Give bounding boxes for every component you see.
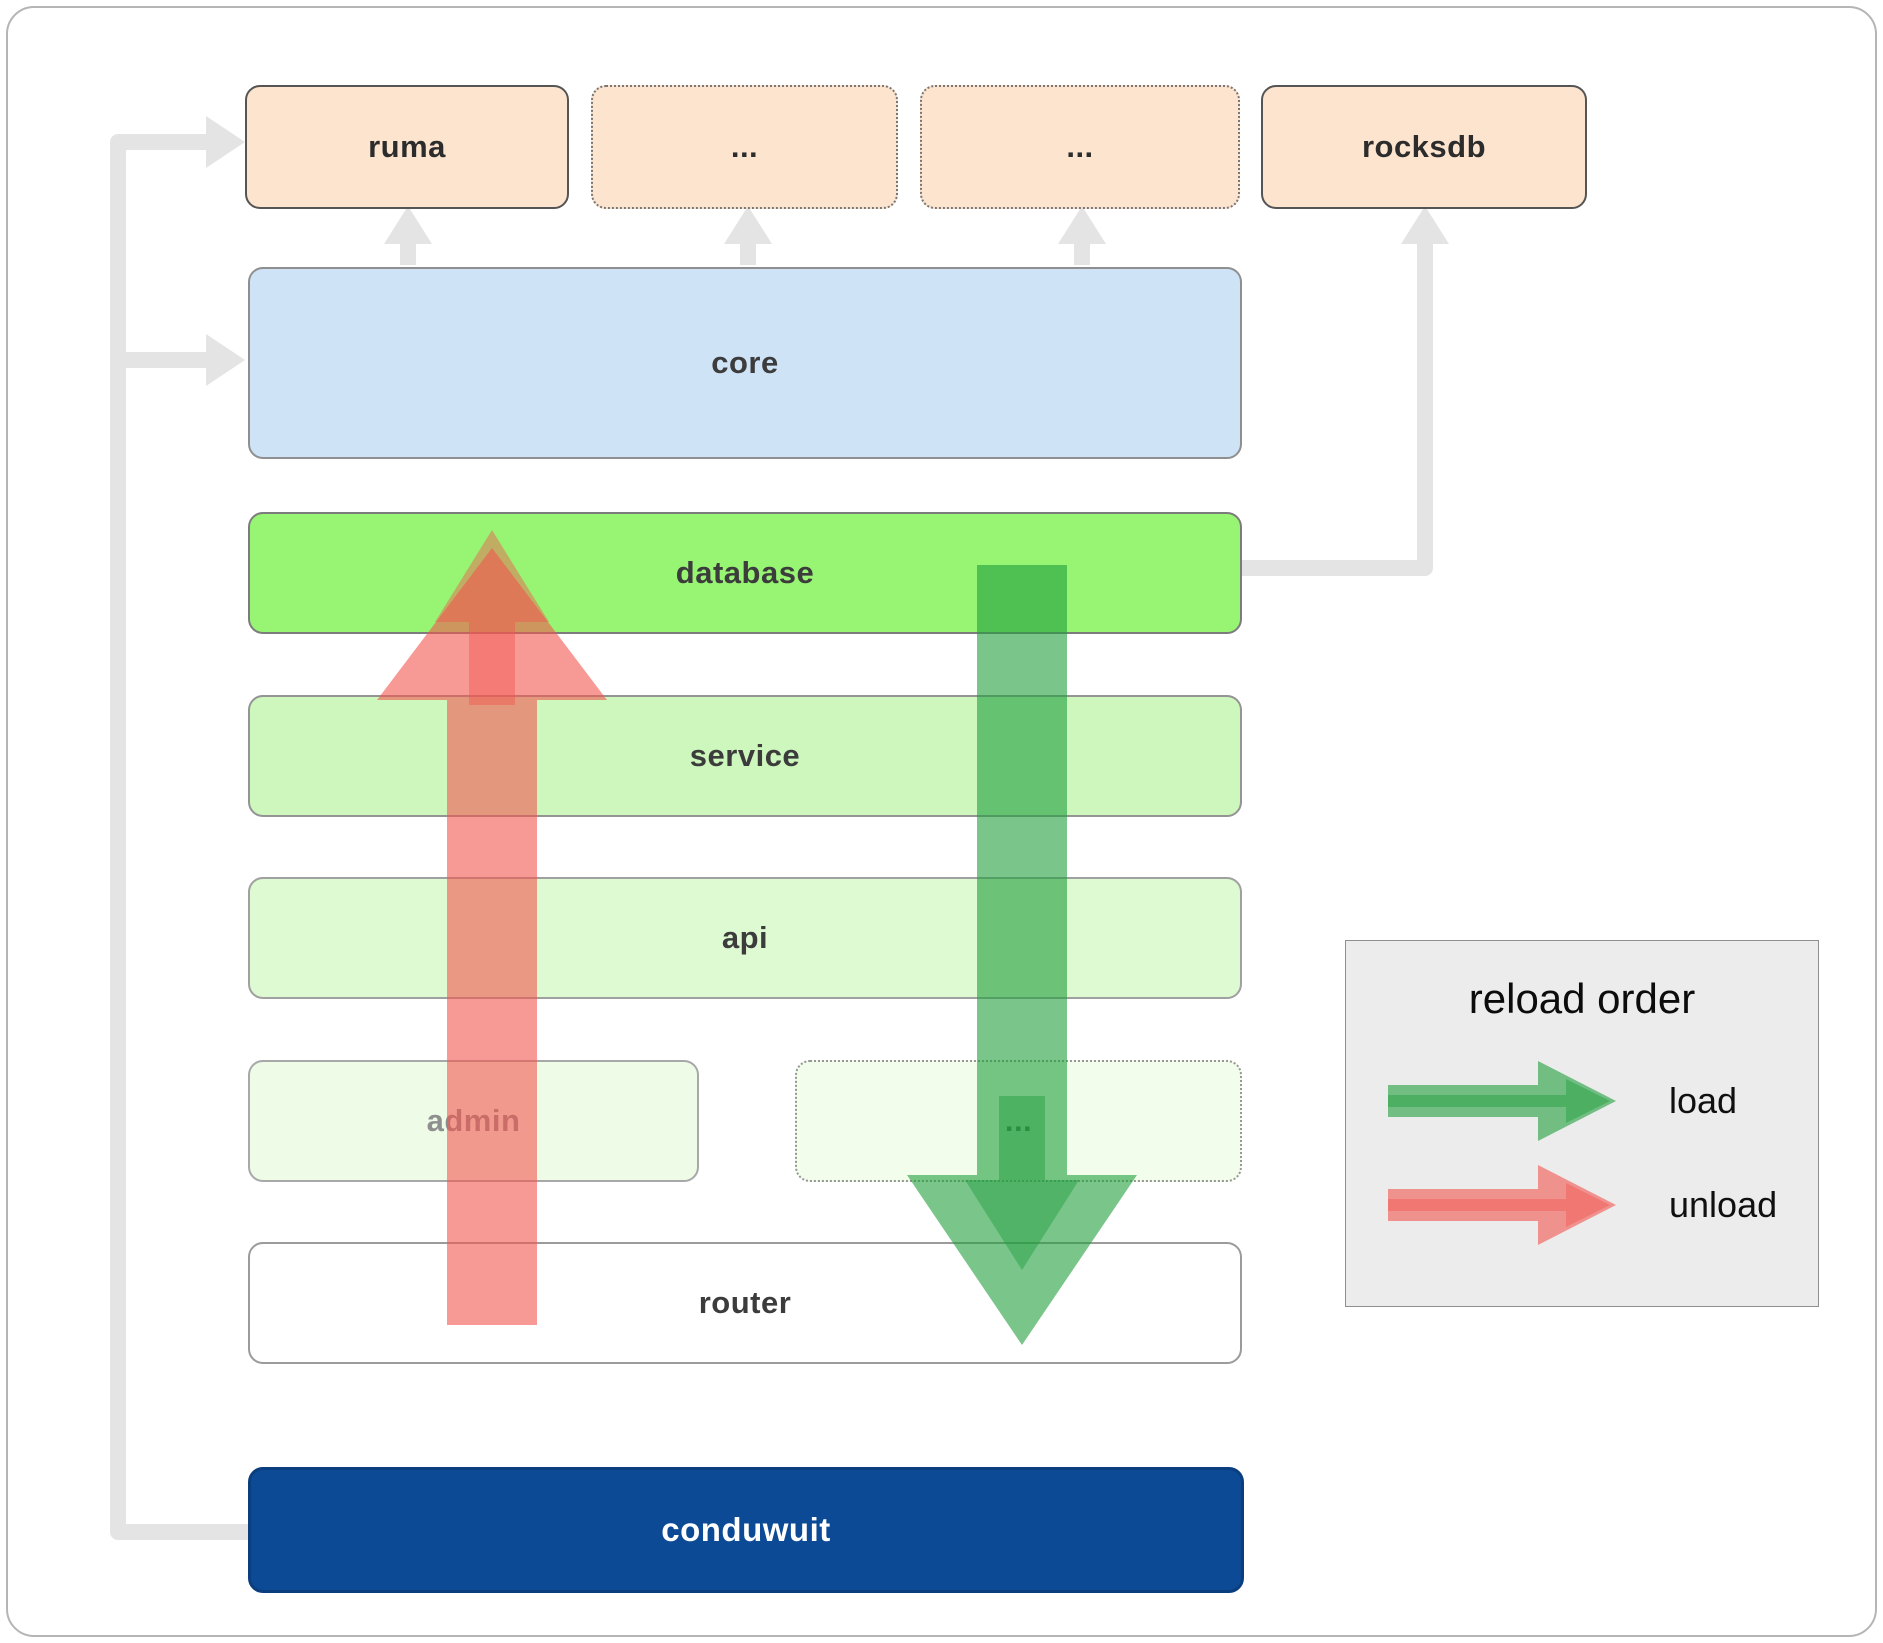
node-rocksdb: rocksdb	[1261, 85, 1587, 209]
node-conduwuit-label: conduwuit	[661, 1511, 831, 1548]
legend-unload-label: unload	[1669, 1184, 1778, 1225]
node-ellipsis-top-left-label: ...	[730, 129, 759, 164]
node-api: api	[248, 877, 1242, 999]
node-service: service	[248, 695, 1242, 817]
outer-border	[6, 6, 1877, 1637]
node-ellipsis-admin-row: ...	[795, 1060, 1242, 1182]
node-router-label: router	[698, 1285, 792, 1320]
node-conduwuit: conduwuit	[248, 1467, 1244, 1593]
legend-row-load: load	[1388, 1059, 1737, 1143]
node-core-label: core	[711, 345, 779, 380]
node-ruma-label: ruma	[368, 129, 446, 164]
node-service-label: service	[689, 738, 801, 773]
unload-arrow-legend-icon	[1388, 1165, 1616, 1245]
node-ellipsis-top-right-label: ...	[1066, 129, 1094, 164]
node-admin-label: admin	[426, 1103, 521, 1138]
legend-title: reload order	[1468, 975, 1696, 1022]
node-ruma: ruma	[245, 85, 569, 209]
legend-row-unload: unload	[1388, 1163, 1777, 1247]
node-ellipsis-top-left: ...	[591, 85, 898, 209]
node-database-label: database	[675, 555, 815, 590]
legend-load-label: load	[1669, 1080, 1738, 1121]
node-admin: admin	[248, 1060, 699, 1182]
load-arrow-legend-icon	[1388, 1061, 1616, 1141]
node-rocksdb-label: rocksdb	[1361, 129, 1487, 164]
node-api-label: api	[721, 920, 769, 955]
node-ellipsis-admin-row-label: ...	[1004, 1103, 1033, 1138]
node-core: core	[248, 267, 1242, 459]
node-router: router	[248, 1242, 1242, 1364]
legend-panel: reload order load unload	[1345, 940, 1819, 1307]
node-database: database	[248, 512, 1242, 634]
node-ellipsis-top-right: ...	[920, 85, 1240, 209]
